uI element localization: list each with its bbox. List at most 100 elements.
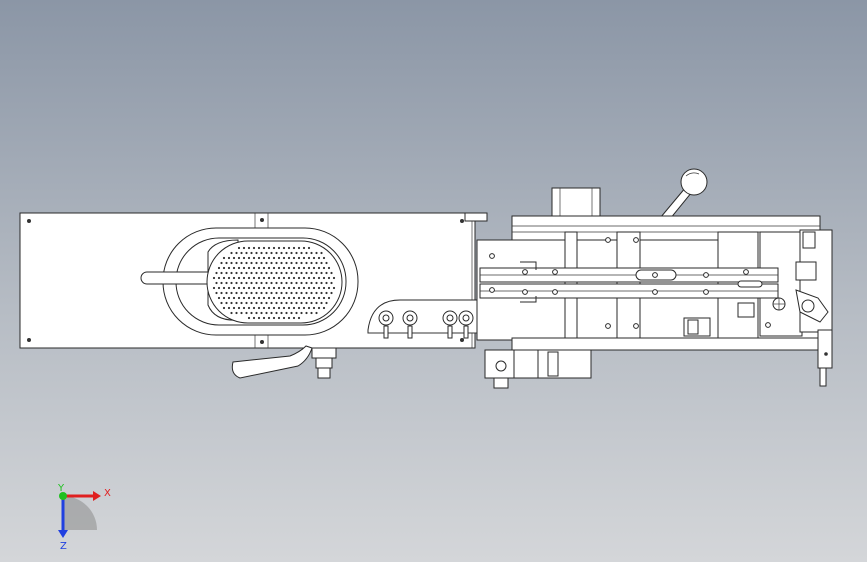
perforation-hole xyxy=(282,266,286,270)
perforation-hole xyxy=(242,296,246,300)
perforation-hole xyxy=(317,256,321,260)
perforation-hole xyxy=(295,311,298,315)
perforation-hole xyxy=(302,306,306,310)
perforation-hole xyxy=(217,296,221,300)
perforation-hole xyxy=(287,316,291,320)
perforation-hole xyxy=(282,296,286,300)
perforation-hole xyxy=(230,291,233,295)
perforation-hole xyxy=(315,271,318,275)
perforation-hole xyxy=(305,261,308,265)
perforation-hole xyxy=(257,256,261,260)
perforation-hole xyxy=(247,266,251,270)
z-axis-head xyxy=(58,530,68,538)
perforation-hole xyxy=(252,316,256,320)
perforation-hole xyxy=(250,261,253,265)
perforation-hole xyxy=(230,261,233,265)
perforation-hole xyxy=(277,276,281,280)
perforation-hole xyxy=(275,301,278,305)
perforation-hole xyxy=(237,256,241,260)
perforation-hole xyxy=(222,286,226,290)
perforation-hole xyxy=(247,246,251,250)
perforation-hole xyxy=(287,306,291,310)
perforation-hole xyxy=(250,251,253,255)
perforation-hole xyxy=(300,251,303,255)
perforation-hole xyxy=(315,251,318,255)
perforation-hole xyxy=(277,246,281,250)
perforation-hole xyxy=(250,311,253,315)
perforation-hole xyxy=(325,271,328,275)
perforation-hole xyxy=(275,251,278,255)
x-axis-label: X xyxy=(104,488,111,499)
perforation-hole xyxy=(260,301,263,305)
perforation-hole xyxy=(312,306,316,310)
perforation-hole xyxy=(235,291,238,295)
perforation-hole xyxy=(232,306,236,310)
perforation-hole xyxy=(310,261,313,265)
perforation-hole xyxy=(282,246,286,250)
perforation-hole xyxy=(307,296,311,300)
perforation-hole xyxy=(257,296,261,300)
perforation-hole xyxy=(305,311,308,315)
perforation-hole xyxy=(327,266,331,270)
perforation-hole xyxy=(230,301,233,305)
perforation-hole xyxy=(267,256,271,260)
perforation-hole xyxy=(302,266,306,270)
perforation-hole xyxy=(232,276,236,280)
screw-hole xyxy=(633,237,639,243)
perforation-hole xyxy=(285,291,288,295)
perforation-hole xyxy=(302,296,306,300)
perforation-hole xyxy=(275,291,278,295)
perforation-hole xyxy=(222,256,226,260)
perforation-hole xyxy=(265,271,268,275)
perforation-hole xyxy=(237,266,241,270)
perforation-hole xyxy=(255,291,258,295)
perforation-hole xyxy=(235,251,238,255)
perforation-hole xyxy=(280,251,283,255)
perforation-hole xyxy=(315,261,318,265)
perforation-hole xyxy=(280,261,283,265)
perforation-hole xyxy=(242,246,246,250)
perforation-hole xyxy=(317,296,321,300)
perforation-hole xyxy=(247,296,251,300)
perforation-hole xyxy=(272,306,276,310)
perforation-hole xyxy=(247,276,251,280)
perforation-hole xyxy=(267,296,271,300)
perforation-hole xyxy=(315,301,318,305)
perforation-hole xyxy=(305,301,308,305)
perforation-hole xyxy=(272,266,276,270)
perforation-hole xyxy=(242,276,246,280)
perforation-hole xyxy=(325,261,328,265)
perforation-hole xyxy=(290,281,293,285)
perforation-hole xyxy=(230,311,233,315)
perforation-hole xyxy=(217,266,221,270)
perforation-hole xyxy=(297,246,301,250)
perforation-hole xyxy=(302,256,306,260)
perforation-hole xyxy=(315,311,318,315)
perforation-hole xyxy=(290,291,293,295)
perforation-hole xyxy=(320,281,323,285)
screw-hole xyxy=(605,237,611,243)
perforation-hole xyxy=(242,266,246,270)
perforation-hole xyxy=(257,246,261,250)
perforation-hole xyxy=(270,301,273,305)
perforation-hole xyxy=(270,291,273,295)
perforation-hole xyxy=(255,301,258,305)
perforation-hole xyxy=(270,281,273,285)
perforation-hole xyxy=(262,256,266,260)
perforation-hole xyxy=(280,301,283,305)
right-mechanism xyxy=(795,229,833,387)
screw-hole xyxy=(605,323,611,329)
perforation-hole xyxy=(262,286,266,290)
perforation-hole xyxy=(227,266,231,270)
perforation-hole xyxy=(312,286,316,290)
perforation-hole xyxy=(312,276,316,280)
perforation-hole xyxy=(317,276,321,280)
perforation-hole xyxy=(255,311,258,315)
perforation-hole xyxy=(265,251,268,255)
perforation-hole xyxy=(320,271,323,275)
perforation-hole xyxy=(302,246,306,250)
perforation-hole xyxy=(272,296,276,300)
feed-roller xyxy=(378,310,394,339)
perforation-hole xyxy=(232,256,236,260)
